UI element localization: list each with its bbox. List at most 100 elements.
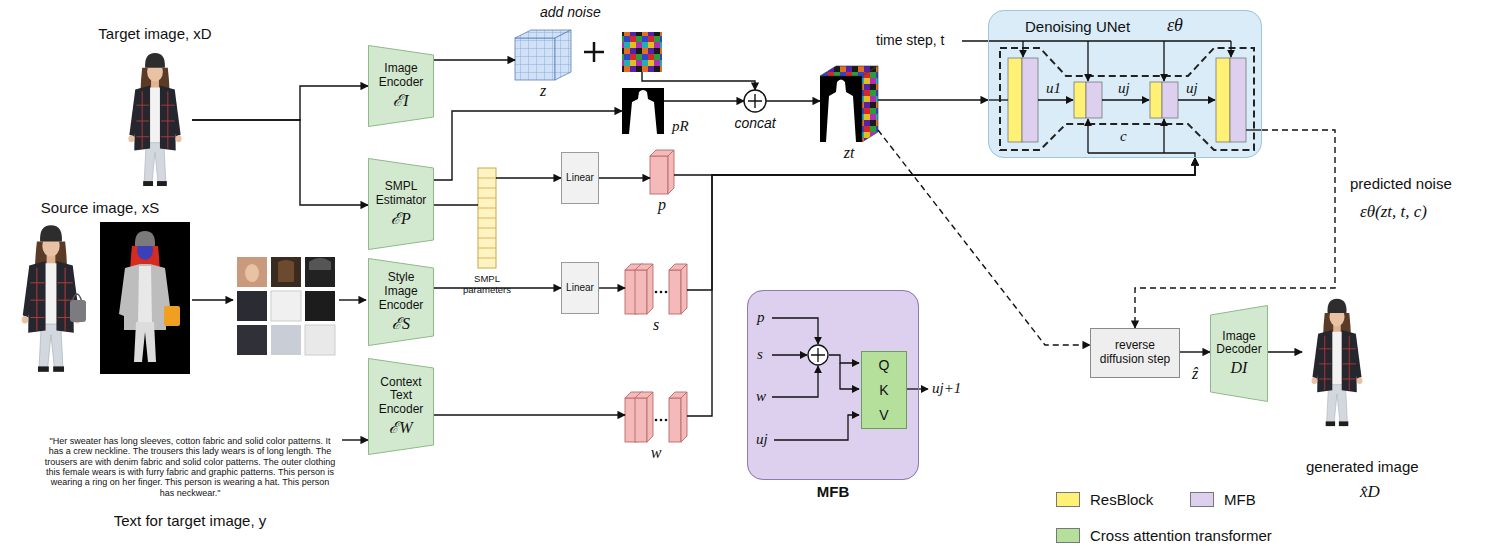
legend-swatch bbox=[1056, 492, 1080, 507]
style-embedding bbox=[669, 270, 681, 314]
node-heading: Denoising UNet bbox=[1025, 18, 1130, 35]
connector-arrow bbox=[766, 100, 820, 101]
node-heading: εθ bbox=[1167, 15, 1183, 36]
unet-arrow bbox=[1087, 41, 1088, 81]
flow-arrow bbox=[339, 299, 366, 300]
node-heading: Source image, xS bbox=[41, 199, 159, 216]
flow-arrow bbox=[192, 299, 366, 300]
pose-mask bbox=[629, 90, 657, 134]
sum-symbol bbox=[808, 345, 828, 365]
source-image: Source image, xS bbox=[10, 222, 190, 374]
legend-item: MFB bbox=[1190, 491, 1256, 508]
unet-background bbox=[988, 10, 1262, 158]
node-heading: zt bbox=[844, 144, 855, 162]
connector-arrow bbox=[496, 177, 561, 178]
noise-map bbox=[622, 32, 662, 72]
node-heading: generated image bbox=[1306, 458, 1419, 475]
source-photo bbox=[22, 225, 81, 372]
segmentation-map bbox=[138, 266, 152, 324]
part-crops bbox=[309, 258, 331, 270]
source-photo bbox=[22, 225, 86, 372]
unet-arrow bbox=[1178, 99, 1215, 100]
annotation-label: predicted noise bbox=[1350, 176, 1452, 193]
connector-arrow bbox=[434, 204, 478, 205]
node-label: ℰI bbox=[393, 92, 408, 110]
unet-arrow bbox=[1087, 119, 1088, 153]
segmentation-map bbox=[135, 231, 155, 246]
part-crops bbox=[278, 260, 294, 282]
node-label: ℰS bbox=[392, 315, 410, 333]
concat-op: concat bbox=[744, 90, 766, 112]
style-embedding bbox=[681, 264, 687, 314]
unet-hourglass bbox=[1000, 48, 1254, 150]
node-heading: pR bbox=[672, 118, 689, 135]
text-embedding bbox=[669, 398, 681, 442]
noisy-latent bbox=[826, 80, 856, 143]
unet-hourglass bbox=[1000, 48, 1254, 150]
noisy-latent bbox=[820, 76, 862, 142]
process-box: reverse diffusion step bbox=[1090, 328, 1180, 378]
annotation-label: uj bbox=[756, 431, 768, 448]
legend-label: Cross attention transformer bbox=[1090, 527, 1272, 544]
annotation-label: time step, t bbox=[876, 33, 944, 48]
unet-arrow bbox=[1163, 119, 1164, 153]
mfb-box: MFBQKV bbox=[747, 290, 919, 480]
noisy-latent bbox=[862, 66, 878, 142]
legend-item: ResBlock bbox=[1056, 491, 1153, 508]
target-image: Target image, xD bbox=[118, 50, 192, 188]
mfb-block bbox=[1162, 82, 1178, 118]
block-outline bbox=[369, 259, 434, 346]
linear-layer: Linear bbox=[561, 152, 599, 204]
part-crops bbox=[237, 257, 335, 355]
style-embedding bbox=[647, 264, 653, 314]
block-outline bbox=[1211, 306, 1268, 402]
text-embedding bbox=[681, 392, 687, 442]
legend-label: MFB bbox=[1224, 491, 1256, 508]
encoder-block: Context Text EncoderℰW bbox=[368, 358, 434, 455]
legend-item: Cross attention transformer bbox=[1056, 527, 1272, 544]
decoder-block: Image DecoderDI bbox=[1210, 305, 1268, 402]
latent-cube bbox=[515, 38, 555, 80]
segmentation-map bbox=[164, 306, 180, 326]
smpl-vector: SMPL parameters bbox=[478, 168, 496, 268]
mfb-wire bbox=[906, 388, 928, 389]
unet-arrow bbox=[1230, 41, 1231, 57]
node-label: K bbox=[879, 382, 888, 398]
pose-mask bbox=[622, 88, 664, 134]
mfb-wire bbox=[774, 415, 859, 440]
node-heading: concat bbox=[734, 115, 775, 131]
source-photo bbox=[70, 300, 86, 322]
resblock bbox=[1074, 82, 1086, 118]
connector-arrow bbox=[687, 158, 1195, 416]
text-embedding bbox=[660, 419, 663, 422]
part-crops bbox=[271, 257, 301, 287]
node-heading: w bbox=[651, 444, 662, 462]
segmentation-map bbox=[119, 231, 180, 362]
block-outline bbox=[369, 46, 434, 127]
node-label: ℰW bbox=[389, 419, 412, 437]
segmentation-map bbox=[100, 222, 190, 374]
concat-symbol bbox=[744, 90, 766, 112]
resblock bbox=[1008, 58, 1022, 142]
connector-arrow bbox=[1180, 351, 1210, 352]
noisy-latent bbox=[820, 66, 878, 142]
generated-photo bbox=[1312, 299, 1363, 426]
unet-arrow bbox=[988, 99, 1008, 100]
plus-symbol bbox=[584, 42, 604, 62]
node-label: Q bbox=[879, 357, 890, 373]
part-crops bbox=[305, 291, 335, 321]
unet-arrow bbox=[1246, 129, 1262, 130]
mfb-wire bbox=[772, 318, 928, 440]
node-heading: p bbox=[658, 196, 666, 214]
pose-embedding bbox=[668, 150, 674, 194]
text-embedding bbox=[625, 392, 687, 442]
block-outline bbox=[369, 359, 434, 455]
edge-label: ẑ bbox=[1192, 365, 1198, 383]
part-crops bbox=[245, 264, 259, 282]
mfb-wire bbox=[772, 366, 818, 397]
text-embedding bbox=[665, 419, 668, 422]
mfb-block bbox=[1230, 58, 1246, 142]
pose-mask: pR bbox=[622, 88, 664, 134]
node-label: Context Text Encoder bbox=[371, 376, 431, 417]
connector-arrow bbox=[192, 86, 368, 120]
